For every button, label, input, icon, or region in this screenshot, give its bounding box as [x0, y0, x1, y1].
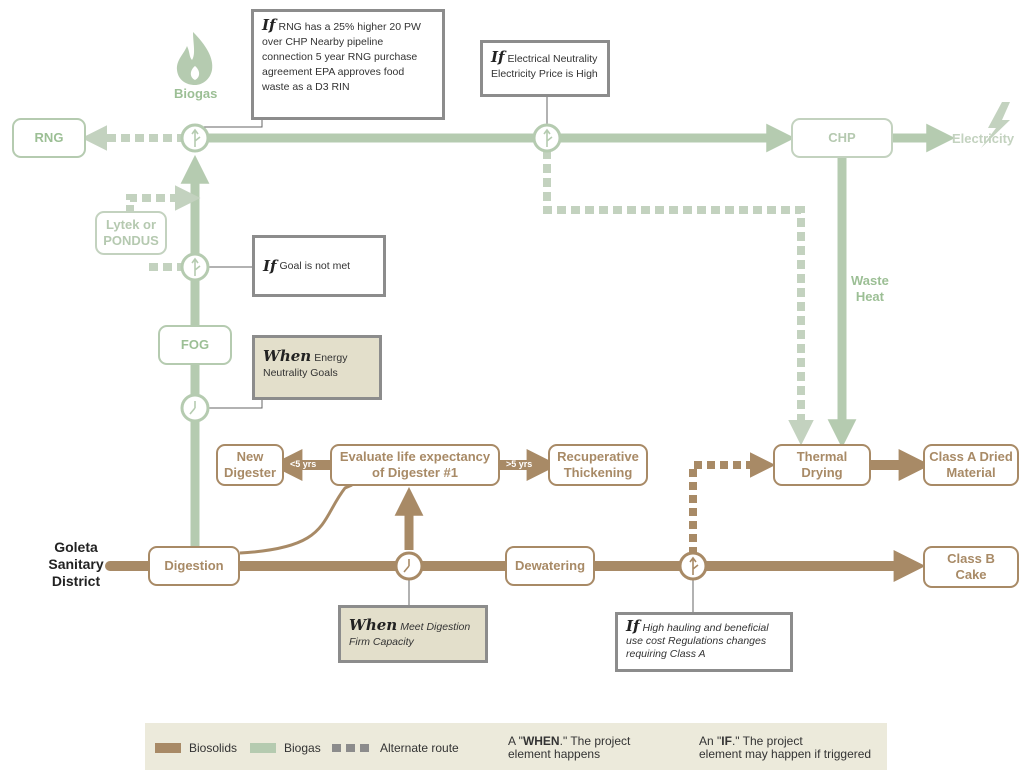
if-keyword: If	[491, 48, 505, 66]
alt-chp-to-dryer-line	[543, 150, 814, 446]
if-keyword: If	[263, 256, 277, 275]
if-icon	[180, 123, 210, 153]
legend-when-text: A "WHEN." The project element happens	[508, 734, 631, 761]
legend-biosolids: Biosolids	[155, 741, 237, 755]
legend-alternate: Alternate route	[332, 741, 459, 755]
if-icon	[678, 551, 708, 581]
note-connectors	[203, 97, 694, 615]
legend-if-text: An "IF." The project element may happen …	[699, 734, 872, 761]
alternate-swatch	[332, 744, 374, 752]
waste-heat-label: Waste Heat	[851, 273, 889, 304]
recuperative-thickening-node: Recuperative Thickening	[548, 444, 648, 486]
dewatering-node: Dewatering	[505, 546, 595, 586]
source-label: Goleta Sanitary District	[48, 539, 104, 589]
rng-node: RNG	[12, 118, 86, 158]
less-than-5-years-tag: <5 yrs	[290, 459, 317, 469]
flame-icon	[176, 32, 213, 85]
chp-node: CHP	[791, 118, 893, 158]
class-a-node: Class A Dried Material	[923, 444, 1019, 486]
new-digester-node: New Digester	[216, 444, 284, 486]
clock-icon	[180, 393, 210, 423]
biosolids-swatch	[155, 743, 181, 753]
fog-node: FOG	[158, 325, 232, 365]
alt-lytek-to-biogas-line	[126, 185, 201, 214]
alt-to-thermal-drying-line	[689, 452, 776, 555]
when-keyword: When	[263, 347, 312, 365]
lytek-pondus-node: Lytek or PONDUS	[95, 211, 167, 255]
if-icon	[180, 252, 210, 282]
biogas-label: Biogas	[174, 86, 218, 101]
more-than-5-years-tag: >5 yrs	[506, 459, 533, 469]
legend-biogas: Biogas	[250, 741, 321, 755]
digestion-node: Digestion	[148, 546, 240, 586]
when-keyword: When	[349, 616, 398, 634]
biogas-swatch	[250, 743, 276, 753]
lightning-icon	[981, 102, 1010, 148]
digestion-to-evaluate-curve	[239, 483, 353, 555]
if-icon	[532, 123, 562, 153]
legend: Biosolids Biogas Alternate route A "WHEN…	[145, 723, 887, 770]
clock-icon	[394, 551, 424, 581]
electricity-label: Electricity	[952, 131, 1015, 146]
thermal-drying-node: Thermal Drying	[773, 444, 871, 486]
class-b-node: Class B Cake	[923, 546, 1019, 588]
evaluate-node: Evaluate life expectancy of Digester #1	[330, 444, 500, 486]
if-keyword: If	[626, 617, 640, 635]
if-keyword: If	[262, 16, 276, 34]
